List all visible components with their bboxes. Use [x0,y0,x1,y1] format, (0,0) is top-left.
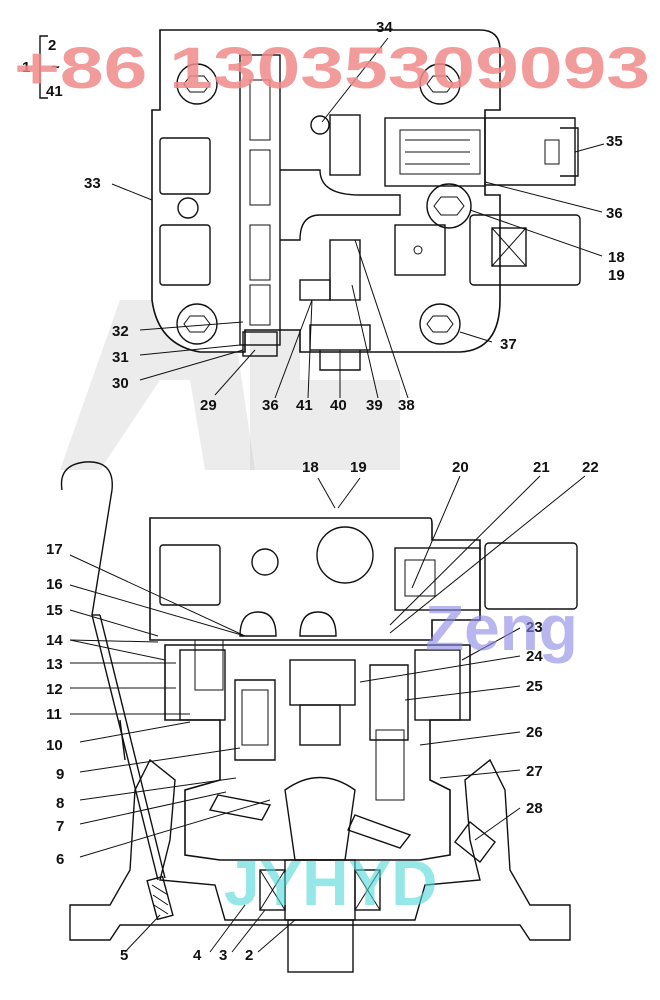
lower-callouts: 18 19 20 21 22 17 16 15 14 13 12 11 10 9… [46,459,599,964]
callout-18: 18 [608,249,625,266]
callout-35: 35 [606,133,623,150]
callout-10: 10 [46,737,63,754]
callout-8: 8 [56,795,64,812]
range-top: 2 [48,37,56,54]
callout-31: 31 [112,349,129,366]
callout-38: 38 [398,397,415,414]
callout-20: 20 [452,459,469,476]
range-bottom: 41 [46,83,63,100]
upper-callouts: 34 35 33 36 18 19 32 37 31 30 29 36 41 4… [84,19,625,414]
callout-3: 3 [219,947,227,964]
callout-36: 36 [606,205,623,222]
callout-30: 30 [112,375,129,392]
callout-7: 7 [56,818,64,835]
callout-32: 32 [112,323,129,340]
callout-6: 6 [56,851,64,868]
upper-leader-lines [111,37,605,399]
callout-16: 16 [46,576,63,593]
callout-28: 28 [526,800,543,817]
callout-33: 33 [84,175,101,192]
callout-17: 17 [46,541,63,558]
brand-watermark-jyhyd: JYHYD [224,847,437,919]
callout-37: 37 [500,336,517,353]
callout-23: 23 [526,619,543,636]
range-tilde: ~ [51,59,60,76]
callout-40: 40 [330,397,347,414]
callout-13: 13 [46,656,63,673]
callout-9: 9 [56,766,64,783]
range-first: 1 [22,59,30,76]
callout-26: 26 [526,724,543,741]
phone-watermark: +86 13035309093 [14,36,650,101]
callout-21: 21 [533,459,550,476]
callout-4: 4 [193,947,202,964]
lower-valve-assembly [60,461,578,973]
lower-leader-lines [69,475,586,953]
callout-25: 25 [526,678,543,695]
callout-18-lower: 18 [302,459,319,476]
callout-29: 29 [200,397,217,414]
callout-39: 39 [366,397,383,414]
callout-24: 24 [526,648,543,665]
callout-12: 12 [46,681,63,698]
callout-36b: 36 [262,397,279,414]
callout-2: 2 [245,947,253,964]
callout-15: 15 [46,602,63,619]
callout-19-lower: 19 [350,459,367,476]
callout-41: 41 [296,397,313,414]
callout-14: 14 [46,632,63,649]
callout-22: 22 [582,459,599,476]
callout-27: 27 [526,763,543,780]
callout-19: 19 [608,267,625,284]
range-label: 1 2 ~ 41 [22,35,63,100]
callout-34: 34 [376,19,393,36]
callout-11: 11 [46,706,62,723]
callout-5: 5 [120,947,128,964]
brand-watermark-zeng: Zeng [425,592,578,664]
